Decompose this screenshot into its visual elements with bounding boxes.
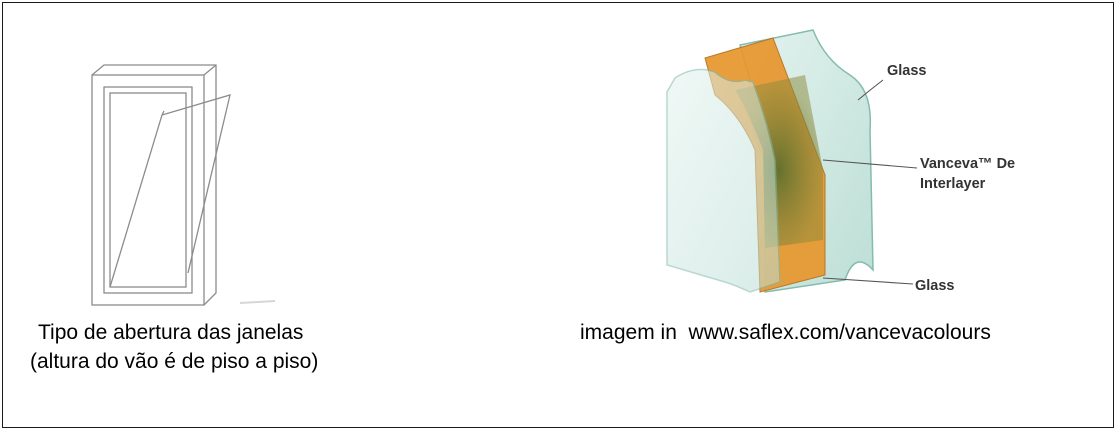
laminated-glass-diagram: Glass Vanceva™ Design Interlayer Glass	[666, 29, 1015, 294]
front-glass-pane	[666, 68, 781, 293]
right-caption: imagem in www.saflex.com/vancevacolours	[580, 321, 991, 344]
label-glass-top: Glass	[887, 63, 927, 79]
window-opening-diagram	[91, 64, 276, 306]
label-interlayer-line2: Interlayer	[920, 176, 986, 192]
left-caption-line2: (altura do vão é de piso a piso)	[30, 350, 319, 373]
label-glass-bottom: Glass	[915, 278, 955, 294]
label-interlayer-line1: Vanceva™ Design	[920, 156, 1015, 172]
left-caption-line1: Tipo de abertura das janelas	[38, 321, 304, 344]
